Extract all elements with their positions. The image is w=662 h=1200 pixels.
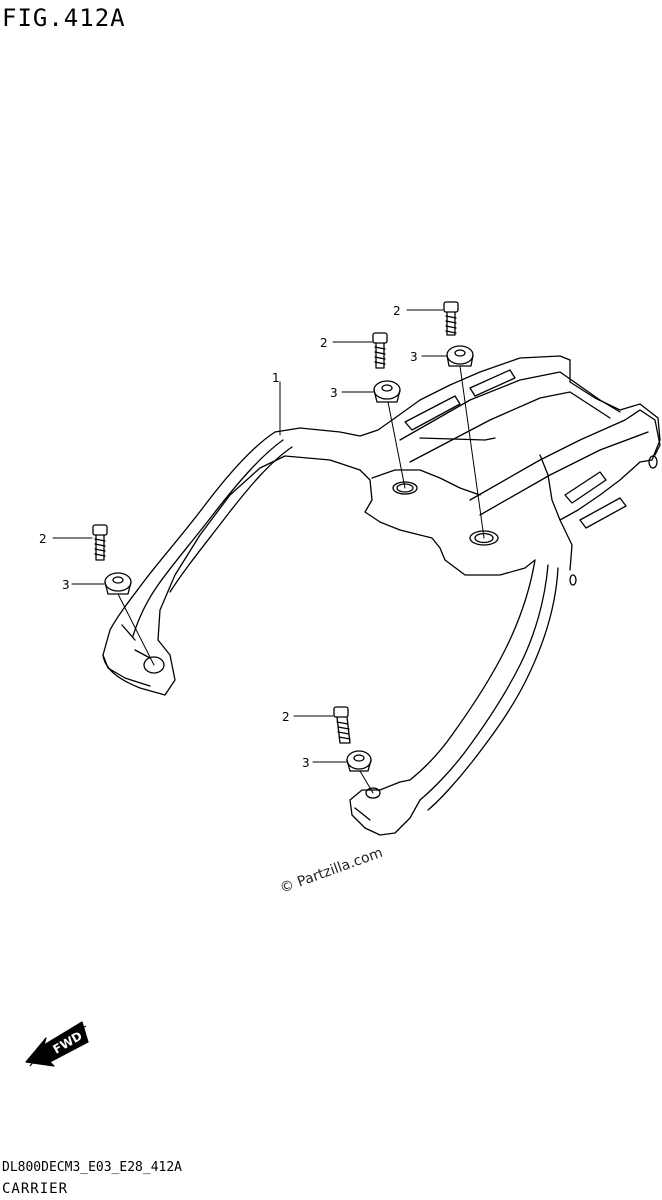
mount-hole	[365, 787, 381, 799]
washer	[104, 572, 132, 595]
callout-2: 2	[282, 710, 290, 724]
washer	[346, 750, 372, 772]
callout-2: 2	[320, 336, 328, 350]
mount-hole	[392, 481, 418, 495]
mount-hole	[143, 656, 165, 674]
bolt	[372, 332, 388, 369]
carrier-frame	[102, 355, 661, 836]
assembly-lines	[117, 365, 485, 794]
callout-3: 3	[62, 578, 70, 592]
callout-3: 3	[302, 756, 310, 770]
fwd-arrow-icon: FWD	[25, 1021, 89, 1067]
callout-2: 2	[39, 532, 47, 546]
callout-1: 1	[272, 371, 280, 385]
diagram-code: DL800DECM3_E03_E28_412A	[2, 1160, 183, 1175]
washer	[373, 380, 401, 403]
mount-hole	[469, 530, 499, 546]
figure-title: FIG.412A	[2, 4, 126, 32]
callout-3: 3	[330, 386, 338, 400]
watermark: © Partzilla.com	[278, 845, 385, 897]
bolt	[333, 706, 351, 744]
diagram-name: CARRIER	[2, 1181, 69, 1197]
bolt	[92, 524, 108, 561]
washer	[446, 345, 474, 367]
leader-lines	[52, 309, 447, 763]
callout-3: 3	[410, 350, 418, 364]
bolt	[443, 301, 459, 336]
callout-2: 2	[393, 304, 401, 318]
